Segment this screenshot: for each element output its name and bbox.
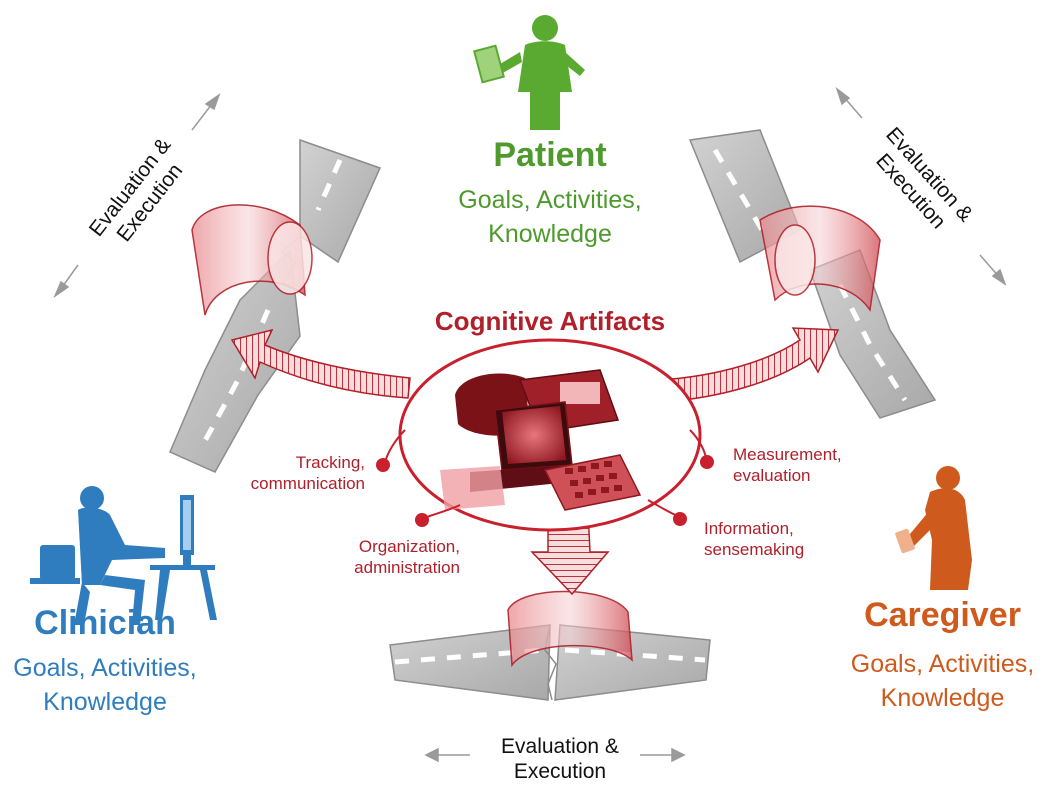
connector-dot-measurement <box>700 455 714 469</box>
connector-dot-tracking <box>376 458 390 472</box>
caregiver-goals-line1: Goals, Activities, <box>850 650 1035 678</box>
eval-bottom-line2: Execution <box>513 760 607 783</box>
connector-dot-information <box>673 512 687 526</box>
function-organization: Organization, administration <box>310 536 460 578</box>
clinician-goals-line1: Goals, Activities, <box>13 654 197 682</box>
function-tracking: Tracking, communication <box>225 452 365 494</box>
connector-dot-organization <box>415 513 429 527</box>
arrow-to-right-bridge <box>659 327 840 403</box>
bottom-bridge <box>507 590 633 668</box>
measurement-line1: Measurement, <box>733 445 842 464</box>
clinician-title: Clinician <box>34 604 176 642</box>
function-information: Information, sensemaking <box>704 518 854 560</box>
tracking-line1: Tracking, <box>295 453 365 472</box>
medical-devices-icon <box>440 369 642 511</box>
eval-arrow-left <box>53 93 221 299</box>
eval-label-bottom: Evaluation & Execution <box>480 734 640 784</box>
organization-line1: Organization, <box>358 537 460 556</box>
arrow-to-left-bridge <box>230 328 411 399</box>
seated-person-at-computer-icon <box>30 486 217 625</box>
clinician-goals-line2: Knowledge <box>43 688 167 716</box>
left-road <box>169 138 382 473</box>
eval-bottom-line1: Evaluation & <box>501 735 619 758</box>
organization-line2: administration <box>354 558 460 577</box>
information-line1: Information, <box>704 519 794 538</box>
caregiver-goals-line2: Knowledge <box>880 684 1005 712</box>
tracking-line2: communication <box>250 474 365 493</box>
measurement-line2: evaluation <box>733 466 811 485</box>
information-line2: sensemaking <box>704 540 805 559</box>
patient-goals-line1: Goals, Activities, <box>458 186 642 214</box>
caregiver-title: Caregiver <box>864 596 1021 634</box>
function-measurement: Measurement, evaluation <box>733 444 883 486</box>
eval-arrow-bottom <box>424 747 686 763</box>
right-bridge <box>759 205 881 313</box>
eval-arrow-right <box>835 86 1007 286</box>
patient-goals-line2: Knowledge <box>488 220 612 248</box>
connector-organization <box>424 504 461 519</box>
patient-title: Patient <box>493 136 607 174</box>
left-bridge <box>191 204 313 316</box>
standing-person-with-tablet-icon <box>473 15 585 130</box>
connector-information <box>647 499 679 517</box>
center-title: Cognitive Artifacts <box>380 306 720 337</box>
person-with-phone-icon <box>895 466 972 590</box>
center-title-text: Cognitive Artifacts <box>434 306 666 336</box>
